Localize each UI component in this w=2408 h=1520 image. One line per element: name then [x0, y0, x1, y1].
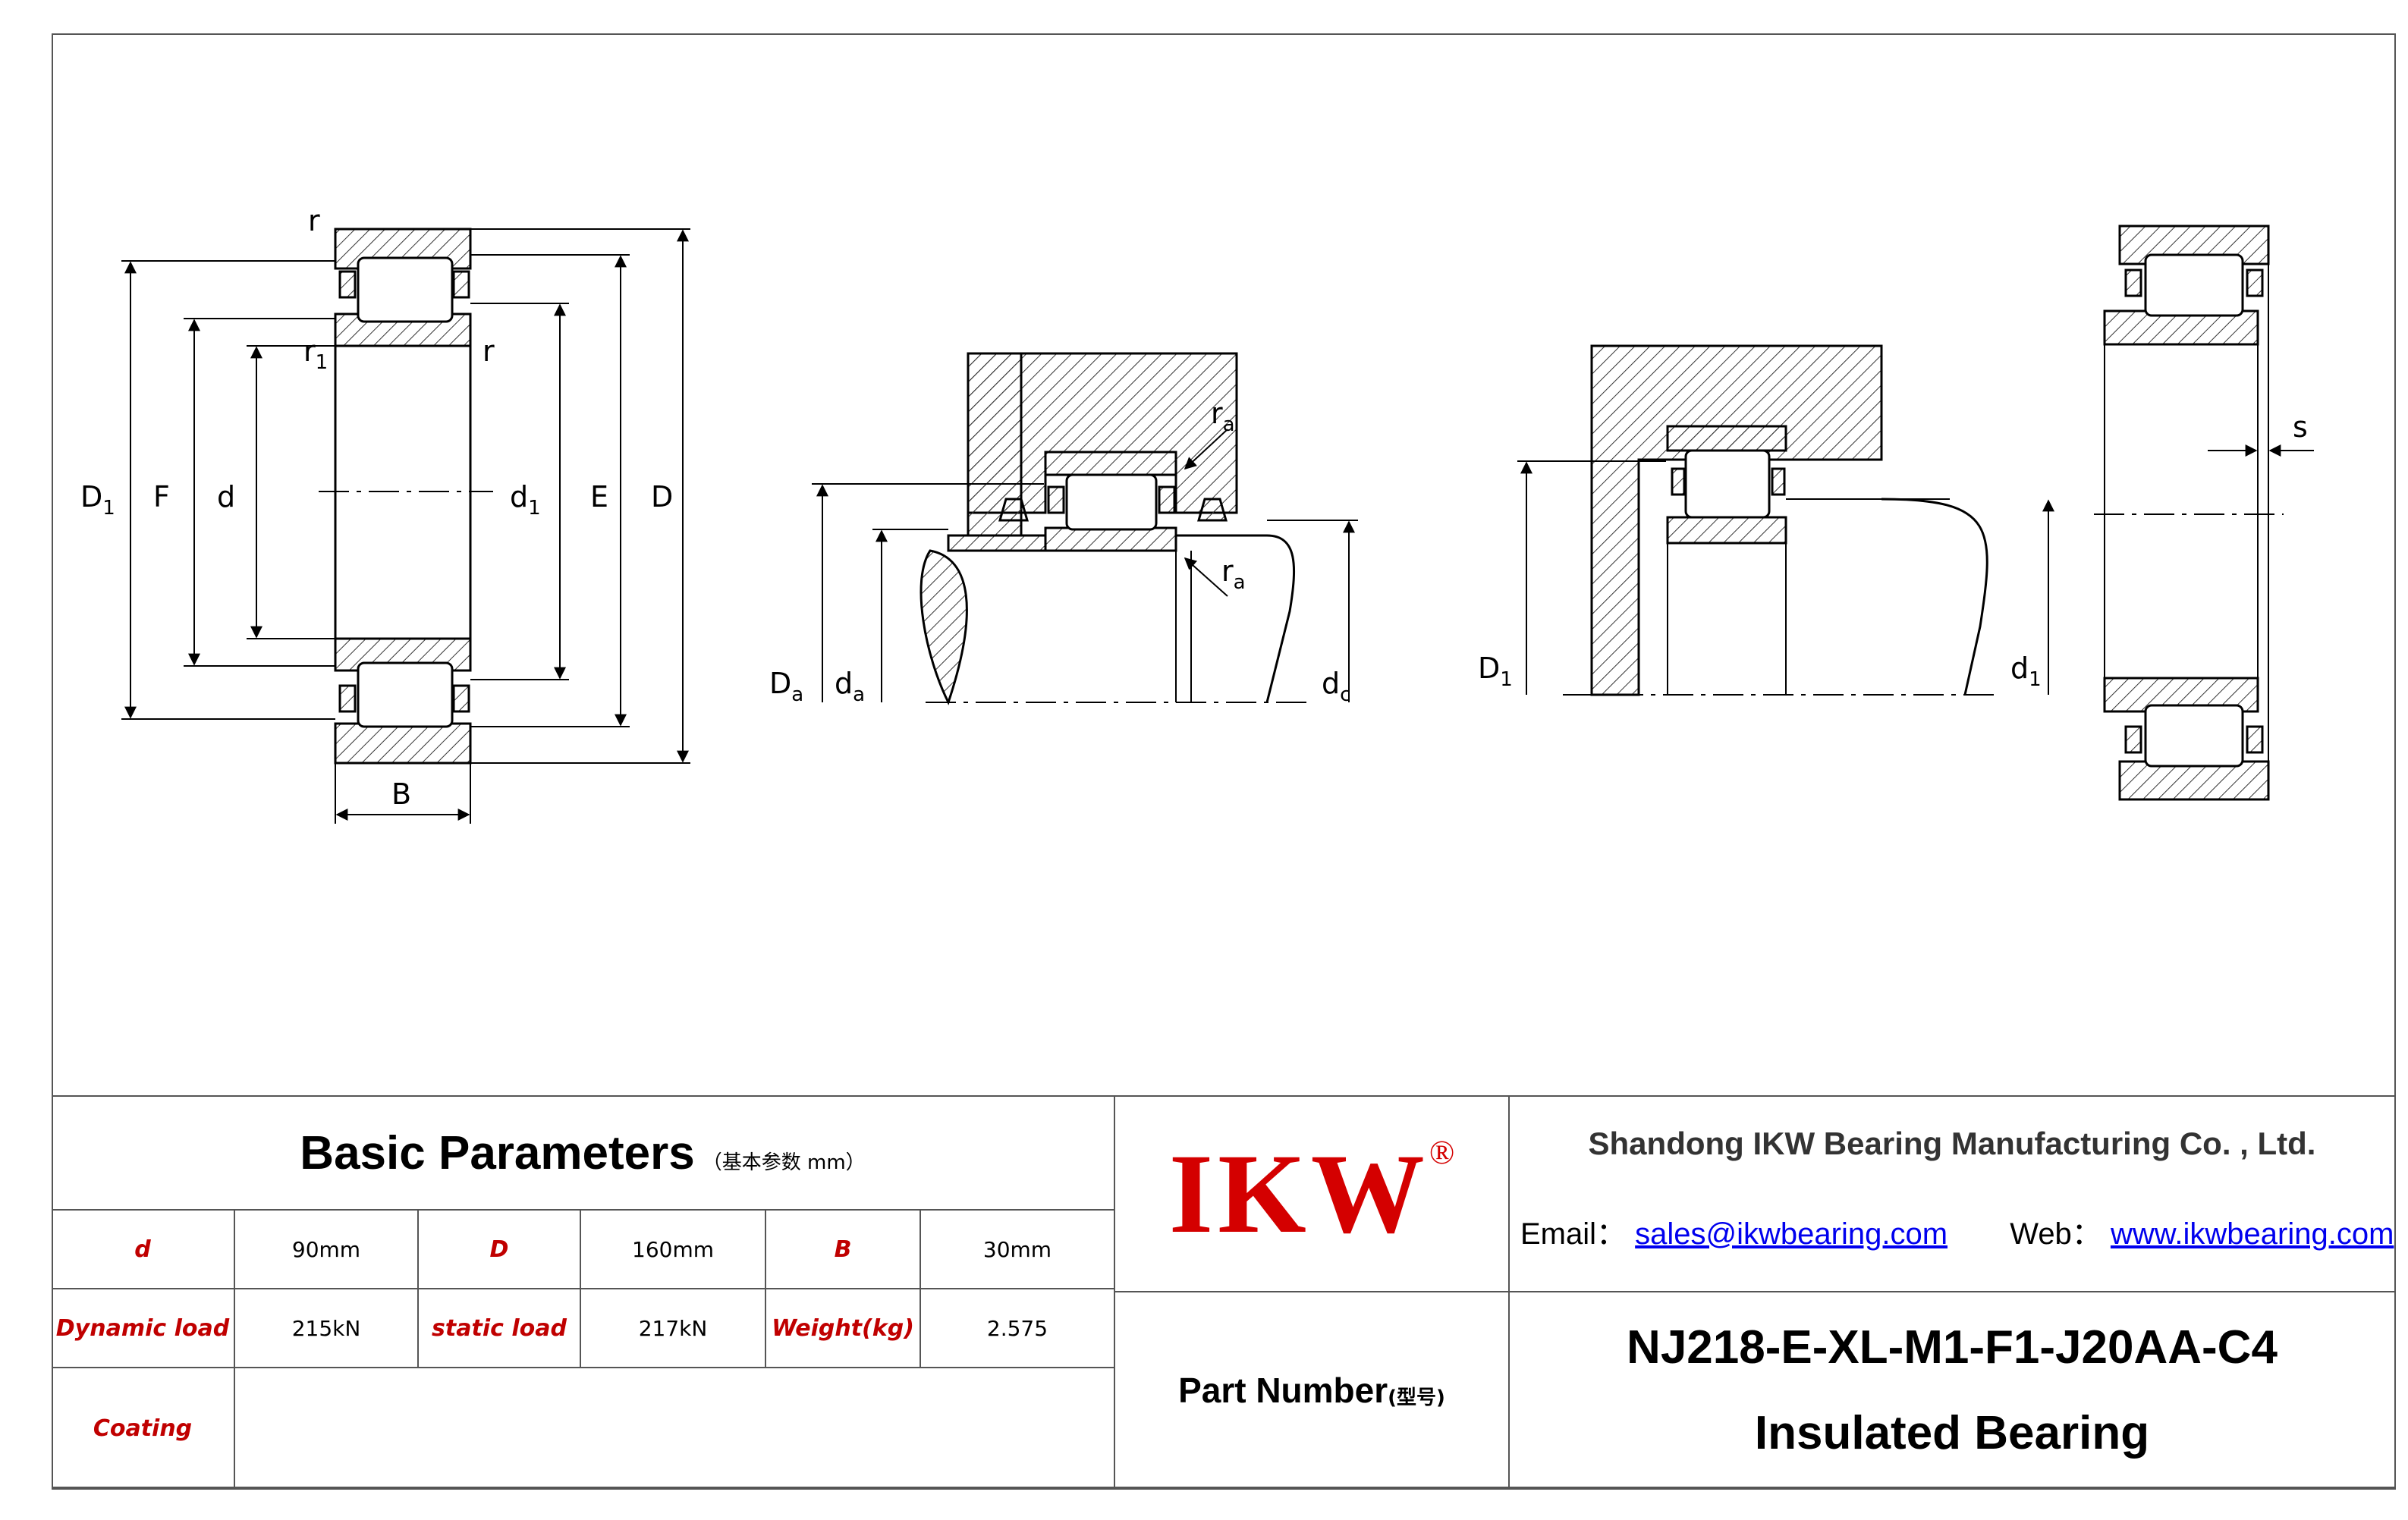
part-number: NJ218-E-XL-M1-F1-J20AA-C4	[1627, 1321, 2278, 1374]
bearing-type: Insulated Bearing	[1754, 1407, 2150, 1459]
label-E: E	[590, 480, 608, 513]
parameters-title: Basic Parameters	[300, 1126, 695, 1179]
email-link[interactable]: sales@ikwbearing.com	[1635, 1217, 1948, 1251]
web-label: Web：	[2010, 1217, 2102, 1251]
section-view-axial	[2094, 225, 2314, 801]
company-name: Shandong IKW Bearing Manufacturing Co. ,…	[1588, 1126, 2316, 1161]
label-D1: D1	[80, 480, 115, 520]
section-view-main	[121, 228, 690, 824]
label-Da: Da	[769, 667, 803, 706]
param-label-D: D	[419, 1211, 581, 1289]
label-s: s	[2293, 410, 2308, 444]
label-F: F	[153, 480, 170, 513]
label-ra-top: ra	[1211, 397, 1235, 436]
param-label-d: d	[52, 1211, 235, 1289]
param-value-dynamic-load: 215kN	[235, 1289, 419, 1368]
param-value-B: 30mm	[921, 1211, 1115, 1289]
param-label-static-load: static load	[419, 1289, 581, 1368]
label-B: B	[391, 777, 411, 811]
param-value-static-load: 217kN	[581, 1289, 766, 1368]
label-d: d	[217, 480, 235, 513]
part-number-info: NJ218-E-XL-M1-F1-J20AA-C4 Insulated Bear…	[1510, 1292, 2396, 1490]
part-number-label-text: Part Number	[1178, 1371, 1388, 1410]
param-value-D: 160mm	[581, 1211, 766, 1289]
param-value-d: 90mm	[235, 1211, 419, 1289]
param-label-coating: Coating	[52, 1368, 235, 1490]
company-info: Shandong IKW Bearing Manufacturing Co. ,…	[1510, 1097, 2396, 1292]
email-label: Email：	[1520, 1217, 1627, 1251]
param-label-B: B	[766, 1211, 921, 1289]
part-number-label: Part Number (型号)	[1115, 1292, 1510, 1490]
logo-registered-mark: ®	[1429, 1134, 1455, 1171]
company-logo: IKW ®	[1115, 1097, 1510, 1292]
contact-line: Email： sales@ikwbearing.com Web： www.ikw…	[1520, 1209, 2394, 1253]
label-dc: dc	[1322, 667, 1350, 706]
param-value-weight: 2.575	[921, 1289, 1115, 1368]
parameters-header: Basic Parameters （基本参数 mm）	[52, 1097, 1115, 1211]
param-label-dynamic-load: Dynamic load	[52, 1289, 235, 1368]
label-D1-mount: D1	[1478, 652, 1513, 691]
label-ra-bottom: ra	[1221, 554, 1246, 594]
label-da: da	[835, 667, 865, 706]
section-view-mounting	[812, 352, 1358, 705]
bearing-technical-drawing: D1 F d d1 E D r r1 r B	[80, 204, 2314, 824]
label-d1: d1	[510, 480, 541, 520]
label-d1-mount: d1	[2010, 652, 2042, 691]
label-r-mid: r	[483, 334, 495, 368]
param-value-coating	[235, 1368, 1115, 1490]
section-view-clearance	[1517, 344, 2054, 696]
drawing-sheet: D1 F d d1 E D r r1 r B	[52, 33, 2396, 1488]
part-number-label-cn: (型号)	[1388, 1386, 1445, 1409]
parameters-subtitle: （基本参数 mm）	[702, 1151, 866, 1174]
title-block: Basic Parameters （基本参数 mm） d 90mm D 160m…	[52, 1095, 2396, 1490]
logo-text: IKW	[1168, 1131, 1429, 1257]
param-label-weight: Weight(kg)	[766, 1289, 921, 1368]
web-link[interactable]: www.ikwbearing.com	[2110, 1217, 2394, 1251]
label-D: D	[651, 480, 673, 513]
label-r-top: r	[308, 204, 320, 237]
label-r1: r1	[303, 334, 328, 374]
